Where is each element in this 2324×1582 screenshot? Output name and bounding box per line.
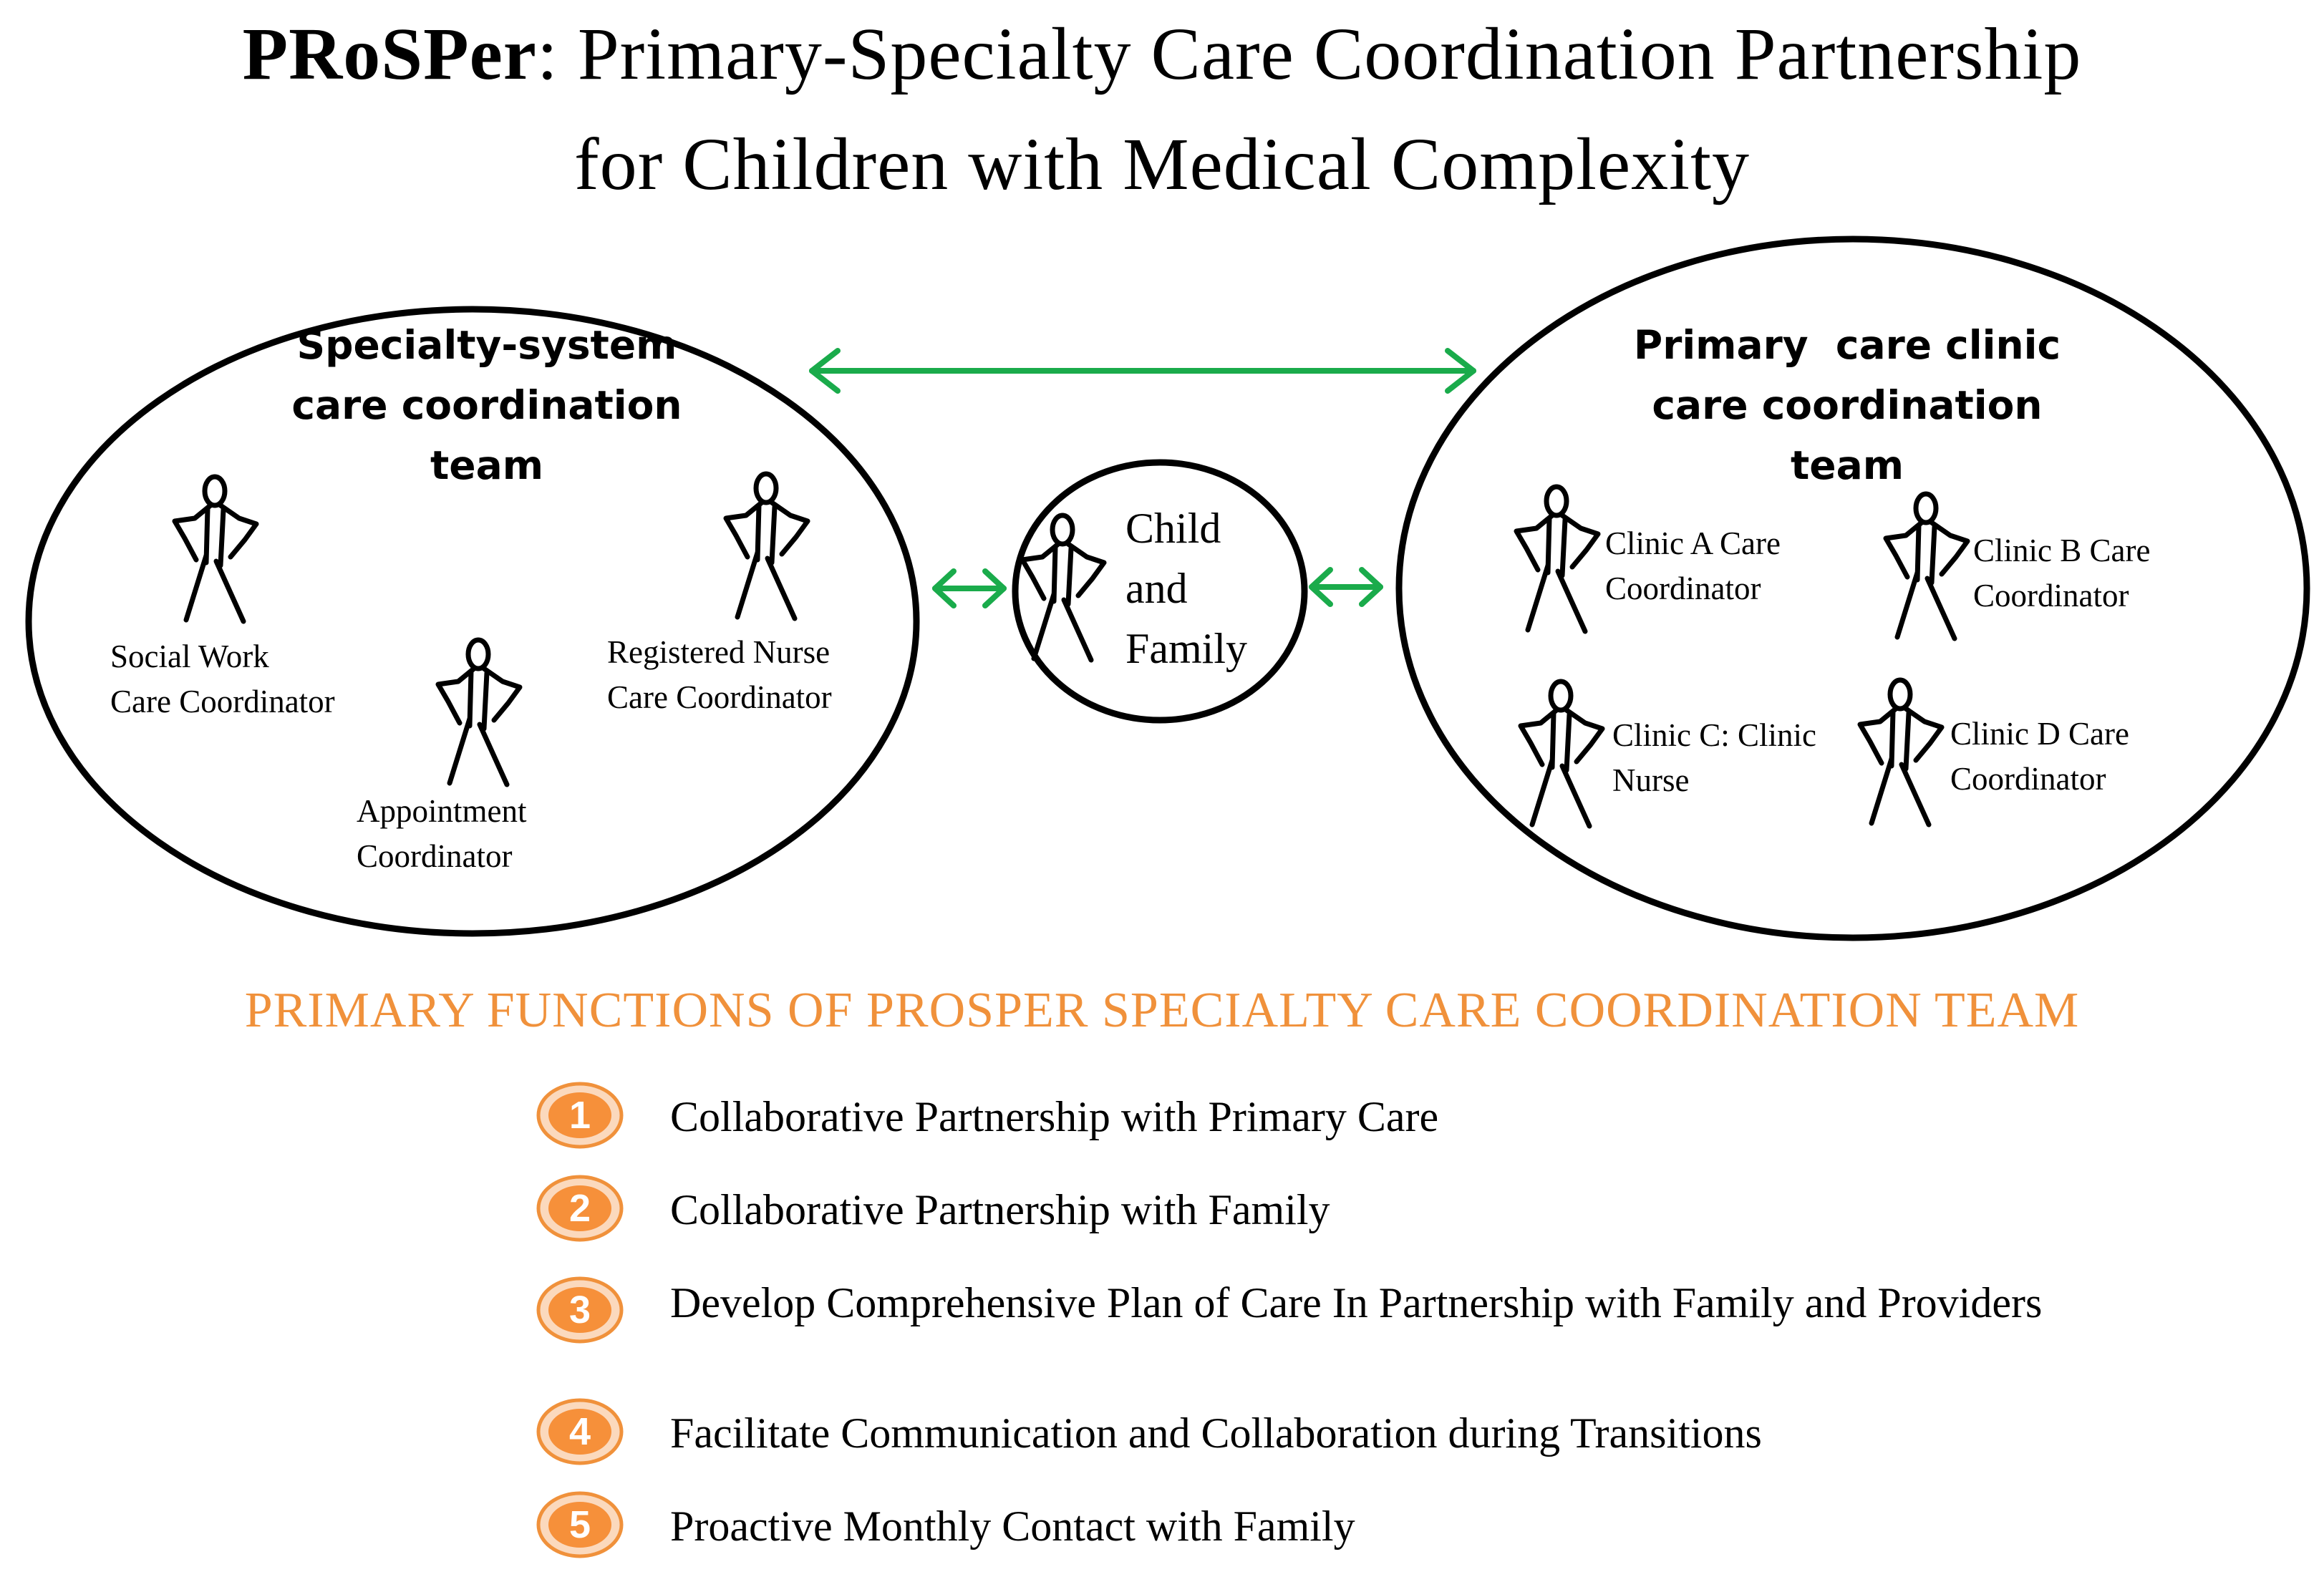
- clinic-a-person-icon: [1516, 487, 1598, 631]
- function-text: Facilitate Communication and Collaborati…: [670, 1409, 1762, 1457]
- badge-number: 2: [569, 1187, 591, 1230]
- social-work-label: Social Work Care Coordinator: [110, 639, 335, 719]
- child-family-label: Child and Family: [1125, 505, 1248, 672]
- title-main: : Primary-Specialty Care Coordination Pa…: [536, 13, 2082, 95]
- clinic-d-person-icon: [1860, 680, 1942, 825]
- number-badge-icon: 3: [536, 1276, 624, 1344]
- child-family-person-icon: [1022, 515, 1104, 660]
- primary-team-title: Primary care clinic care coordination te…: [1633, 322, 2061, 488]
- number-badge-icon: 4: [536, 1398, 624, 1465]
- functions-heading: PRIMARY FUNCTIONS OF PROSPER SPECIALTY C…: [244, 983, 2080, 1038]
- function-text: Collaborative Partnership with Family: [670, 1186, 1330, 1233]
- clinic-c-person-icon: [1521, 681, 1602, 826]
- function-text: Proactive Monthly Contact with Family: [670, 1503, 1355, 1550]
- page-title-line2: for Children with Medical Complexity: [574, 123, 1750, 205]
- page-title: PRoSPer: Primary-Specialty Care Coordina…: [0, 13, 2324, 96]
- registered-nurse-person-icon: [726, 474, 808, 618]
- clinic-d-label: Clinic D Care Coordinator: [1950, 716, 2129, 797]
- diagram-canvas: [25, 236, 2310, 941]
- social-work-person-icon: [175, 477, 256, 621]
- specialty-team-title: Specialty-system care coordination team: [291, 322, 682, 488]
- function-text: Collaborative Partnership with Primary C…: [670, 1093, 1439, 1140]
- function-text: Develop Comprehensive Plan of Care In Pa…: [670, 1279, 2043, 1326]
- badge-number: 1: [569, 1094, 591, 1137]
- top-double-arrow-icon: [809, 348, 1476, 394]
- badge-number: 5: [569, 1503, 591, 1546]
- clinic-b-label: Clinic B Care Coordinator: [1973, 533, 2151, 613]
- right-double-arrow-icon: [1309, 567, 1383, 607]
- number-badge-icon: 1: [536, 1082, 624, 1149]
- appointment-label: Appointment Coordinator: [357, 793, 527, 874]
- primary-team-ellipse: [1395, 236, 2310, 941]
- appointment-person-icon: [438, 640, 520, 785]
- specialty-team-ellipse: [25, 306, 920, 937]
- number-badge-icon: 2: [536, 1175, 624, 1242]
- badge-number: 3: [569, 1289, 591, 1331]
- left-double-arrow-icon: [932, 568, 1007, 608]
- child-family-ellipse: [1012, 459, 1308, 724]
- clinic-c-label: Clinic C: Clinic Nurse: [1612, 717, 1817, 798]
- badge-number: 4: [569, 1410, 591, 1453]
- clinic-b-person-icon: [1886, 494, 1967, 639]
- number-badge-icon: 5: [536, 1491, 624, 1558]
- registered-nurse-label: Registered Nurse Care Coordinator: [607, 634, 832, 715]
- clinic-a-label: Clinic A Care Coordinator: [1605, 525, 1781, 606]
- title-acronym: PRoSPer: [242, 13, 537, 95]
